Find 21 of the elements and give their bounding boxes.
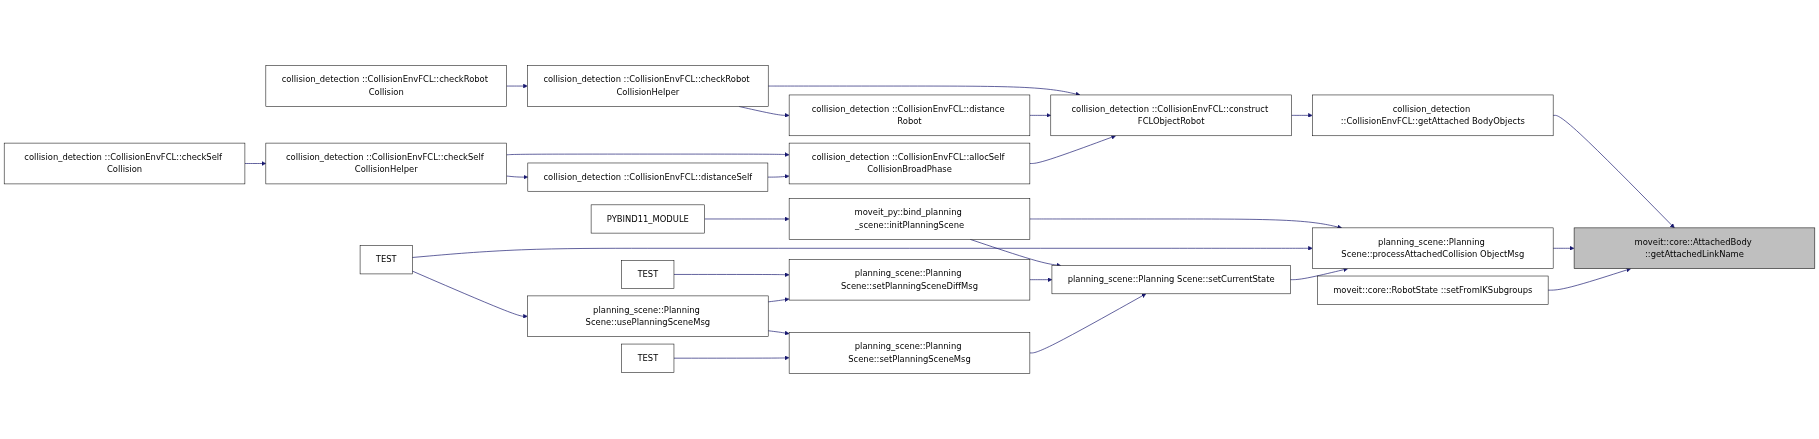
node-box: planning_scene::Planning Scene::processAttachedCollision ObjectMsg: [1312, 227, 1554, 269]
node-box: collision_detection ::CollisionEnvFCL::distance Robot: [788, 94, 1031, 137]
node-box: PYBIND11_MODULE: [590, 204, 705, 234]
node-box: collision_detection ::CollisionEnvFCL::getAttached BodyObjects: [1312, 94, 1554, 137]
node-box: planning_scene::Planning Scene::setCurrentState: [1051, 265, 1291, 295]
node-box: moveit::core::AttachedBody ::getAttachedLinkName: [1573, 227, 1816, 269]
node-box: moveit::core::RobotState ::setFromIKSubgroups: [1317, 275, 1549, 305]
node-box: collision_detection ::CollisionEnvFCL::construct FCLObjectRobot: [1050, 94, 1292, 137]
node-box: collision_detection ::CollisionEnvFCL::checkRobot CollisionHelper: [527, 65, 769, 107]
node-box: TEST: [621, 260, 675, 289]
node-box: planning_scene::Planning Scene::setPlanningSceneDiffMsg: [788, 259, 1031, 301]
node-box: planning_scene::Planning Scene::setPlanningSceneMsg: [788, 332, 1031, 374]
node-box: collision_detection ::CollisionEnvFCL::distanceSelf: [527, 162, 769, 192]
node-box: collision_detection ::CollisionEnvFCL::checkSelf Collision: [3, 142, 246, 185]
node-box: moveit_py::bind_planning _scene::initPlanningScene: [788, 198, 1031, 240]
node-box: planning_scene::Planning Scene::usePlanningSceneMsg: [527, 295, 769, 337]
node-box: collision_detection ::CollisionEnvFCL::checkRobot Collision: [265, 65, 507, 107]
node-box: collision_detection ::CollisionEnvFCL::checkSelf CollisionHelper: [265, 142, 507, 185]
node-box: TEST: [621, 343, 675, 373]
node-box: TEST: [359, 245, 413, 275]
node-box: collision_detection ::CollisionEnvFCL::allocSelf CollisionBroadPhase: [788, 142, 1031, 185]
